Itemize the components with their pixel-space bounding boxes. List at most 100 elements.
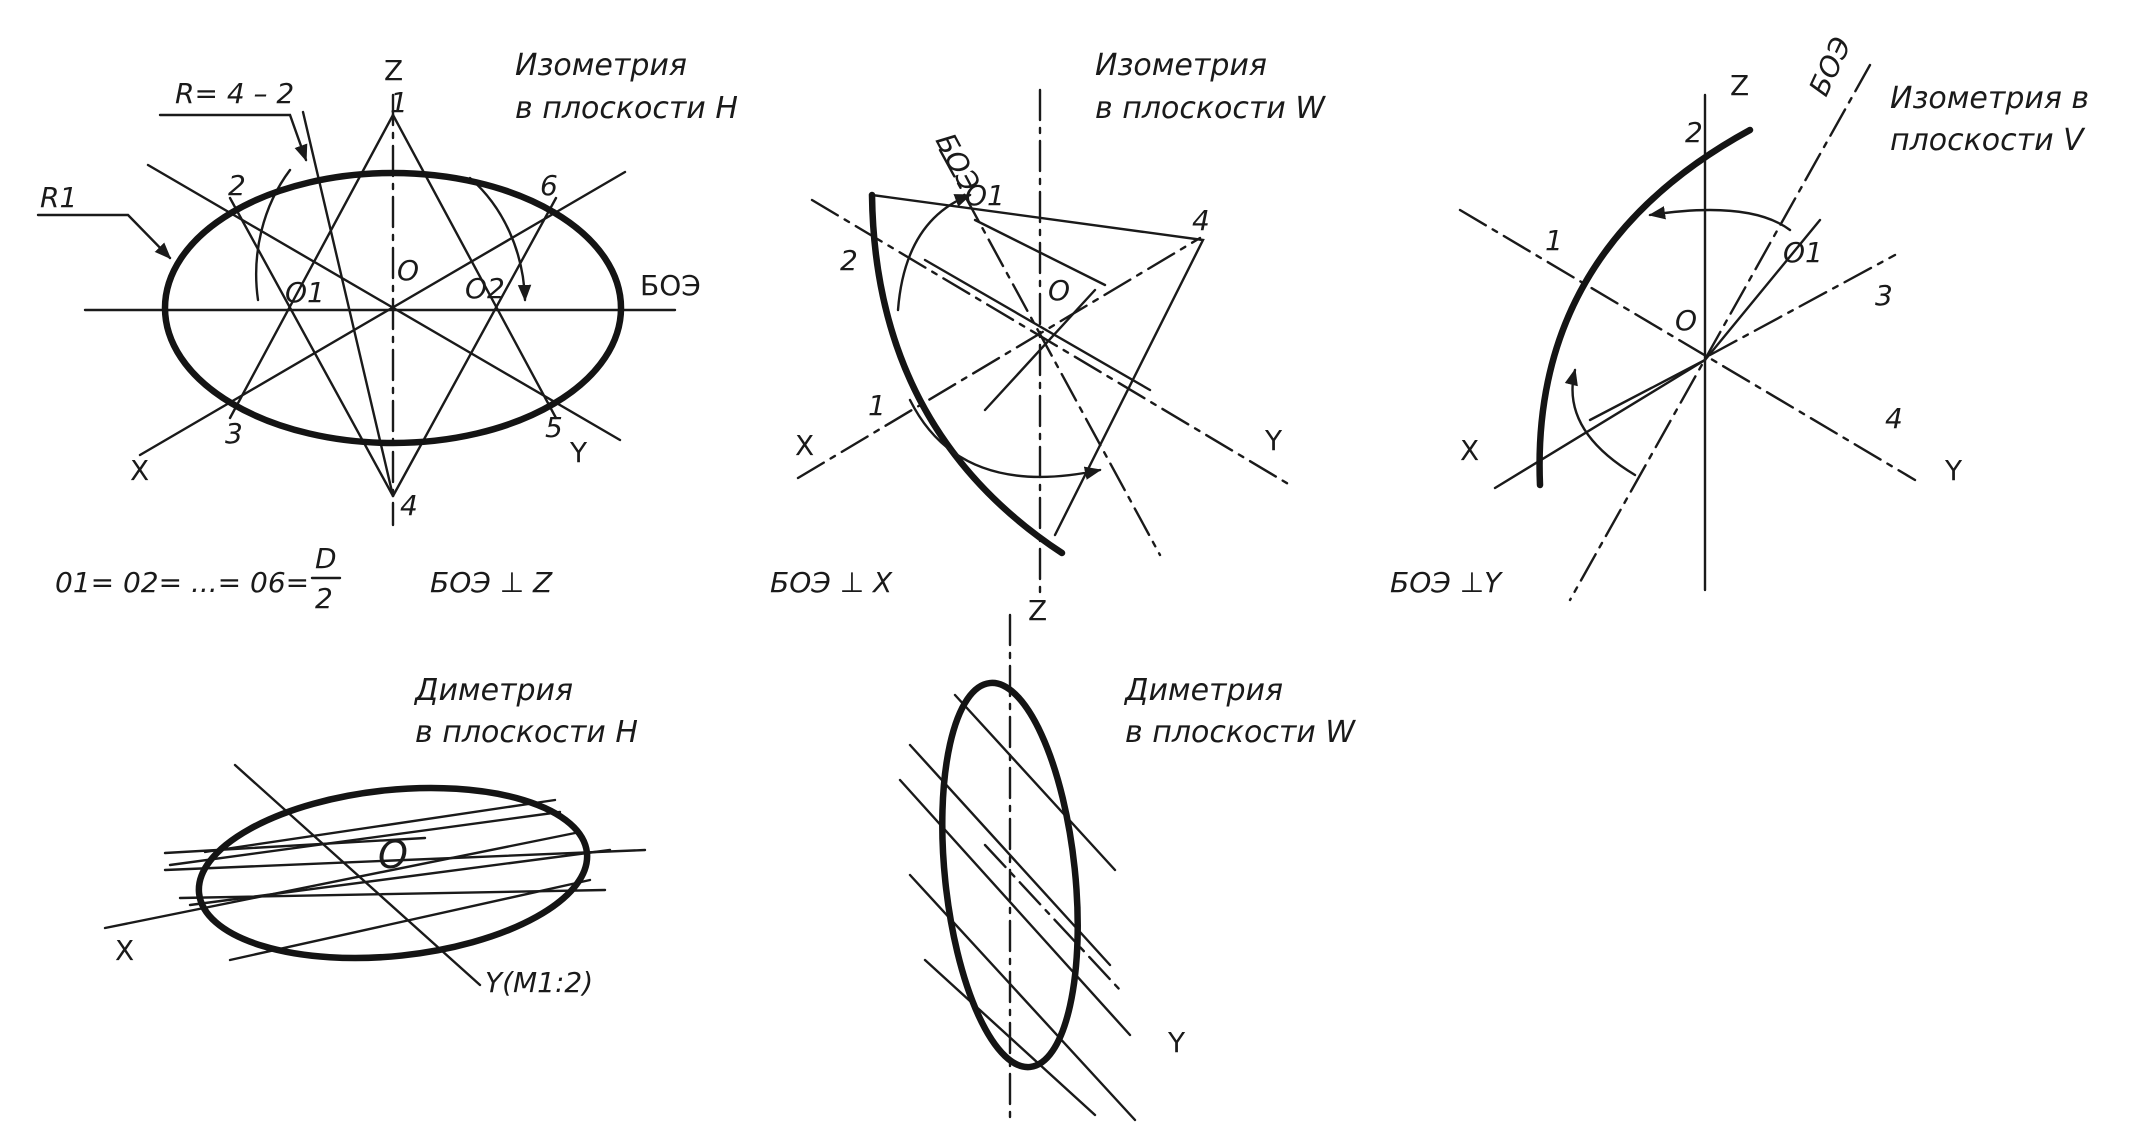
iso-w-tangent-top bbox=[870, 193, 1205, 537]
iso-w-line-1 bbox=[973, 218, 1107, 287]
iso-h-label-x: X bbox=[130, 454, 149, 487]
iso-h-label-r1: R1 bbox=[40, 181, 77, 214]
iso-h-label-big-r: R= 4 – 2 bbox=[175, 77, 294, 110]
iso-v-perp: БОЭ ⊥Y bbox=[1390, 566, 1503, 599]
iso-v-arc-upper bbox=[1648, 206, 1792, 232]
dim-h-label-x: X bbox=[115, 934, 134, 967]
iso-h-formula-den: 2 bbox=[315, 582, 333, 615]
iso-w-y-axis bbox=[810, 198, 1292, 487]
iso-w-arc-lower bbox=[908, 398, 1102, 480]
dim-w-hatch-5 bbox=[923, 958, 1097, 1117]
iso-h-formula-num: D bbox=[315, 542, 337, 575]
iso-v-label-o: O bbox=[1675, 304, 1697, 337]
iso-v-label-z: Z bbox=[1730, 69, 1749, 102]
iso-v-x-axis bbox=[1493, 358, 1707, 490]
iso-v-view: Изометрия в плоскости V Z БОЭ 2 1 O1 3 O… bbox=[1390, 32, 2089, 602]
iso-h-label-2: 2 bbox=[228, 169, 246, 202]
iso-v-label-2: 2 bbox=[1685, 116, 1703, 149]
dim-h-view: Диметрия в плоскости H O X Y(M1:2) bbox=[103, 673, 647, 999]
dim-h-hatch-1 bbox=[163, 848, 647, 872]
iso-w-perp: БОЭ ⊥ X bbox=[770, 566, 893, 599]
iso-w-label-o: O bbox=[1048, 274, 1070, 307]
iso-w-caption-1: Изометрия bbox=[1095, 48, 1267, 83]
dim-h-hatch-7 bbox=[163, 836, 427, 855]
iso-w-label-y: Y bbox=[1264, 424, 1283, 457]
iso-v-boe-axis bbox=[1568, 63, 1872, 602]
dim-h-x-axis bbox=[103, 830, 582, 930]
iso-h-leader-big-r bbox=[158, 113, 308, 162]
iso-w-label-4: 4 bbox=[1192, 204, 1210, 237]
iso-h-caption-2: в плоскости H bbox=[515, 91, 738, 126]
iso-h-line-4-6 bbox=[391, 196, 558, 498]
iso-w-label-x: X bbox=[795, 429, 814, 462]
iso-w-boe-axis bbox=[938, 148, 1162, 557]
dim-w-ellipse bbox=[939, 679, 1081, 1071]
dim-h-caption-2: в плоскости H bbox=[415, 715, 638, 750]
iso-v-arc-lower bbox=[1564, 368, 1637, 477]
iso-v-y-axis bbox=[1458, 208, 1917, 482]
iso-v-label-boe: БОЭ bbox=[1802, 32, 1858, 101]
iso-v-caption-2: плоскости V bbox=[1890, 123, 2086, 158]
iso-v-caption-1: Изометрия в bbox=[1890, 81, 2089, 116]
iso-v-arc-main bbox=[1536, 126, 1754, 489]
iso-h-label-o: O bbox=[397, 254, 419, 287]
iso-h-radius-line bbox=[301, 110, 395, 498]
iso-h-label-boe: БОЭ bbox=[640, 269, 701, 302]
iso-v-label-4: 4 bbox=[1885, 402, 1903, 435]
iso-h-line-1-3 bbox=[228, 113, 395, 420]
iso-w-label-1: 1 bbox=[868, 389, 886, 422]
dim-h-hatch-3 bbox=[188, 848, 612, 907]
iso-h-label-5: 5 bbox=[545, 411, 563, 444]
iso-w-caption-2: в плоскости W bbox=[1095, 91, 1326, 126]
dim-h-hatch-6 bbox=[203, 798, 557, 854]
iso-h-ellipse bbox=[161, 169, 625, 447]
dim-h-label-y: Y(M1:2) bbox=[485, 966, 593, 999]
iso-h-line-1-5 bbox=[391, 113, 558, 420]
iso-h-line-4-2 bbox=[228, 196, 395, 498]
dim-w-hatch-6 bbox=[983, 843, 1122, 992]
dim-w-hatch-4 bbox=[908, 873, 1137, 1122]
dim-w-view: Диметрия в плоскости W Y bbox=[898, 613, 1356, 1126]
iso-h-formula: 01= 02= ...= 06= bbox=[55, 566, 309, 599]
iso-h-label-y: Y bbox=[569, 436, 588, 469]
dim-h-hatch-5 bbox=[168, 810, 562, 867]
iso-h-view: Z 1 R= 4 – 2 R1 2 6 O O1 O2 БОЭ 3 5 X Y … bbox=[36, 48, 738, 615]
iso-h-perp: БОЭ ⊥ Z bbox=[430, 566, 553, 599]
dim-h-hatch-4 bbox=[228, 878, 592, 962]
iso-h-arc-right bbox=[468, 176, 532, 302]
iso-w-x-axis bbox=[796, 236, 1202, 480]
dim-w-caption-2: в плоскости W bbox=[1125, 715, 1356, 750]
dim-w-hatch-1 bbox=[953, 693, 1117, 872]
iso-h-label-6: 6 bbox=[540, 169, 558, 202]
iso-w-arc-upper bbox=[896, 193, 972, 312]
iso-v-label-1: 1 bbox=[1545, 224, 1563, 257]
iso-w-label-2: 2 bbox=[840, 244, 858, 277]
iso-h-label-o1: O1 bbox=[285, 276, 325, 309]
dim-h-ellipse bbox=[195, 784, 591, 962]
iso-v-label-3: 3 bbox=[1875, 279, 1893, 312]
iso-h-leader-r1 bbox=[36, 213, 172, 260]
iso-v-label-o1: O1 bbox=[1783, 236, 1823, 269]
iso-w-arc-main bbox=[868, 191, 1066, 557]
dim-w-hatch-3 bbox=[898, 778, 1132, 1037]
iso-w-line-2 bbox=[983, 288, 1097, 412]
iso-h-caption-1: Изометрия bbox=[515, 48, 687, 83]
iso-v-line-a bbox=[1703, 218, 1822, 362]
iso-h-label-o2: O2 bbox=[465, 272, 505, 305]
iso-h-label-3: 3 bbox=[225, 417, 243, 450]
iso-w-label-o1: O1 bbox=[965, 179, 1005, 212]
iso-h-label-1: 1 bbox=[390, 86, 408, 119]
iso-h-arc-left bbox=[255, 168, 292, 302]
iso-h-label-z: Z bbox=[384, 54, 403, 87]
dim-h-caption-1: Диметрия bbox=[413, 673, 573, 708]
iso-v-line-3 bbox=[1708, 253, 1897, 357]
iso-w-view: Изометрия в плоскости W БОЭ O1 4 2 O 1 X… bbox=[770, 48, 1326, 627]
iso-w-label-z: Z bbox=[1028, 594, 1047, 627]
iso-v-label-y: Y bbox=[1944, 454, 1963, 487]
iso-h-label-4: 4 bbox=[400, 489, 418, 522]
dim-w-caption-1: Диметрия bbox=[1123, 673, 1283, 708]
dim-w-label-y: Y bbox=[1167, 1026, 1186, 1059]
iso-v-line-b bbox=[1588, 358, 1707, 422]
iso-w-line-3 bbox=[923, 258, 1152, 392]
